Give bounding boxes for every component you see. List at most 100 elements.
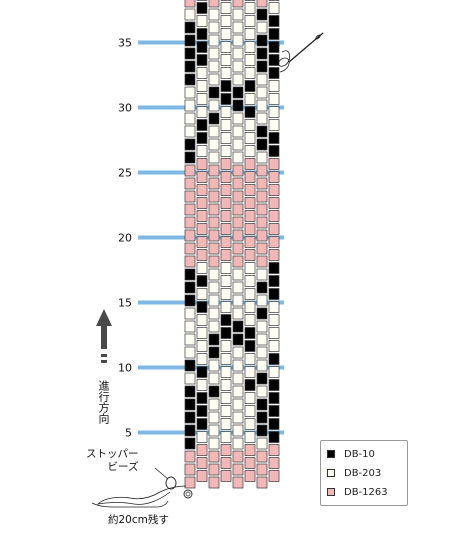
bead bbox=[220, 275, 232, 287]
bead bbox=[256, 268, 268, 281]
bead bbox=[220, 431, 232, 443]
bead bbox=[196, 2, 208, 14]
bead bbox=[244, 106, 256, 118]
bead bbox=[208, 333, 220, 346]
bead bbox=[220, 288, 232, 300]
bead bbox=[184, 268, 196, 281]
bead bbox=[220, 2, 232, 14]
legend-item-db-10: DB-10 bbox=[327, 447, 375, 461]
bead bbox=[256, 177, 268, 190]
bead bbox=[208, 359, 220, 372]
bead bbox=[256, 411, 268, 424]
bead bbox=[256, 346, 268, 359]
bead bbox=[268, 158, 280, 170]
bead bbox=[268, 301, 280, 313]
bead bbox=[232, 177, 244, 190]
bead bbox=[256, 320, 268, 333]
bead bbox=[184, 346, 196, 359]
legend-code: DB-1263 bbox=[344, 486, 388, 498]
bead bbox=[256, 164, 268, 177]
bead bbox=[268, 366, 280, 378]
bead bbox=[244, 236, 256, 248]
bead bbox=[244, 366, 256, 378]
bead bbox=[196, 327, 208, 339]
bead bbox=[268, 132, 280, 144]
bead bbox=[208, 34, 220, 47]
legend-swatch-black bbox=[327, 450, 335, 458]
bead bbox=[268, 28, 280, 40]
bead bbox=[196, 171, 208, 183]
bead bbox=[220, 470, 232, 482]
bead bbox=[196, 236, 208, 248]
bead bbox=[232, 86, 244, 99]
bead bbox=[208, 21, 220, 34]
bead bbox=[196, 80, 208, 92]
bead bbox=[244, 470, 256, 482]
bead bbox=[268, 470, 280, 482]
bead bbox=[208, 281, 220, 294]
ruler-tick-label: 5 bbox=[125, 427, 132, 440]
bead bbox=[256, 359, 268, 372]
bead bbox=[232, 359, 244, 372]
bead bbox=[232, 47, 244, 60]
bead bbox=[268, 340, 280, 352]
bead bbox=[220, 15, 232, 27]
bead bbox=[232, 229, 244, 242]
bead bbox=[268, 223, 280, 235]
bead bbox=[184, 307, 196, 320]
bead bbox=[232, 268, 244, 281]
bead bbox=[184, 73, 196, 86]
bead bbox=[220, 457, 232, 469]
bead bbox=[232, 164, 244, 177]
bead bbox=[220, 171, 232, 183]
bead bbox=[184, 333, 196, 346]
bead bbox=[220, 210, 232, 222]
bead bbox=[208, 112, 220, 125]
bead bbox=[220, 418, 232, 430]
bead bbox=[196, 93, 208, 105]
stopper-bead-icon bbox=[165, 476, 193, 499]
bead bbox=[268, 54, 280, 66]
bead bbox=[256, 86, 268, 99]
bead bbox=[256, 294, 268, 307]
bead bbox=[196, 223, 208, 235]
bead bbox=[220, 93, 232, 105]
bead bbox=[268, 106, 280, 118]
bead bbox=[256, 99, 268, 112]
bead bbox=[208, 463, 220, 476]
bead bbox=[256, 203, 268, 216]
bead bbox=[256, 333, 268, 346]
bead bbox=[244, 392, 256, 404]
bead bbox=[244, 93, 256, 105]
bead bbox=[232, 463, 244, 476]
bead bbox=[184, 190, 196, 203]
bead bbox=[268, 327, 280, 339]
bead bbox=[244, 119, 256, 131]
bead bbox=[256, 229, 268, 242]
bead bbox=[208, 294, 220, 307]
bead bbox=[256, 21, 268, 34]
bead bbox=[196, 145, 208, 157]
bead bbox=[208, 216, 220, 229]
bead bbox=[244, 314, 256, 326]
bead bbox=[256, 0, 268, 8]
bead bbox=[220, 314, 232, 326]
bead bbox=[232, 411, 244, 424]
bead bbox=[244, 379, 256, 391]
bead bbox=[220, 184, 232, 196]
bead bbox=[220, 249, 232, 261]
ruler-tick-label: 20 bbox=[118, 232, 132, 245]
bead bbox=[220, 158, 232, 170]
bead bbox=[220, 236, 232, 248]
bead bbox=[196, 457, 208, 469]
bead bbox=[220, 301, 232, 313]
bead bbox=[184, 450, 196, 463]
bead bbox=[232, 0, 244, 8]
bead bbox=[232, 99, 244, 112]
legend-swatch-cream bbox=[327, 469, 335, 477]
bead bbox=[196, 418, 208, 430]
bead bbox=[196, 119, 208, 131]
bead bbox=[232, 476, 244, 489]
bead bbox=[196, 340, 208, 352]
bead bbox=[220, 119, 232, 131]
